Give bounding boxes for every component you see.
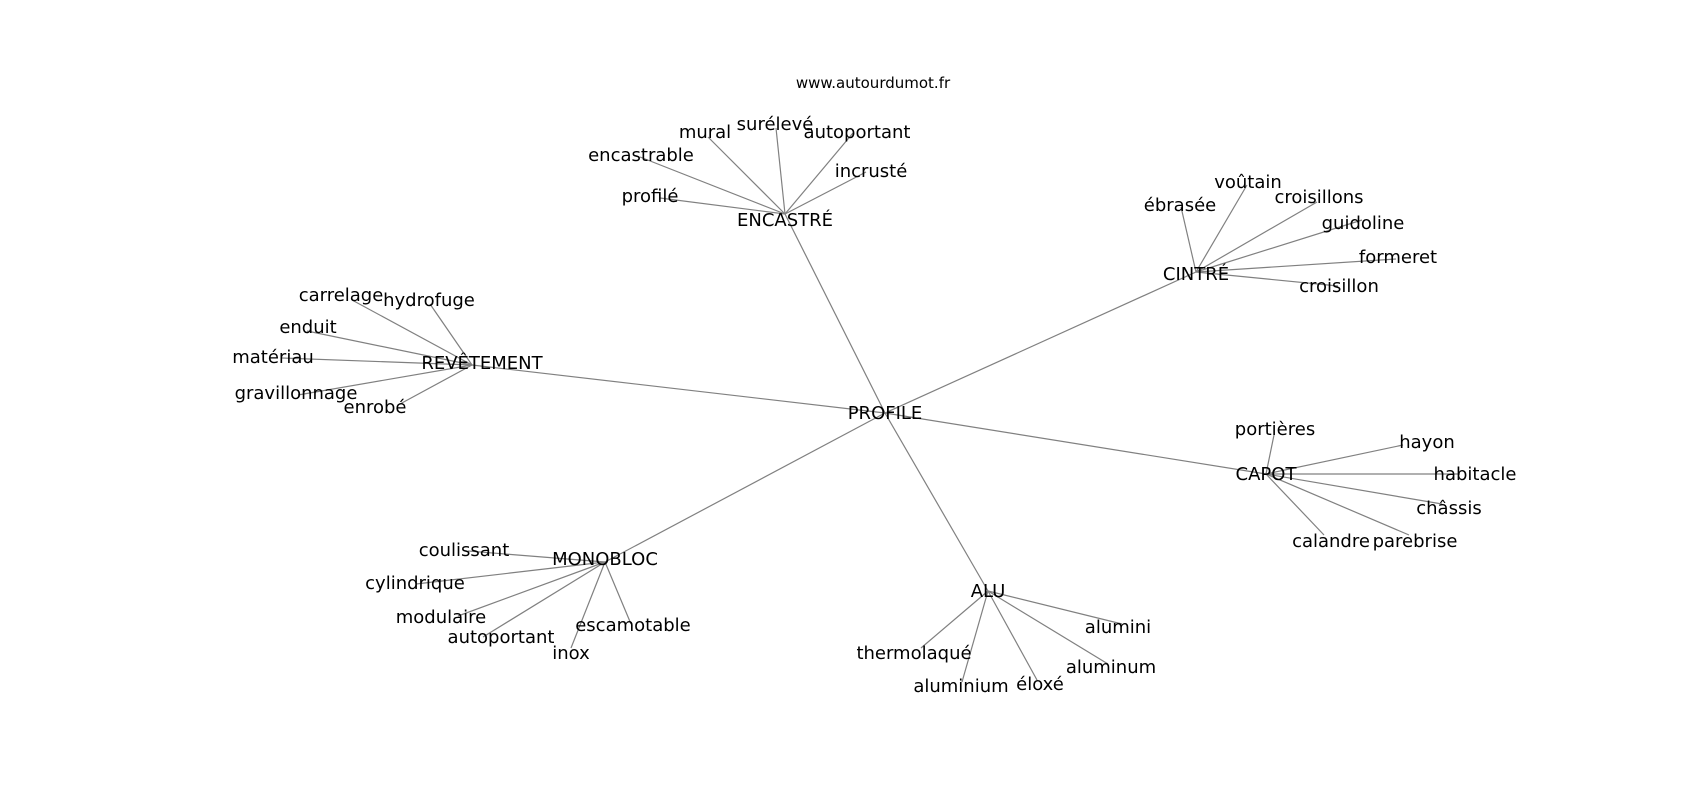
edge-0-4 [784, 132, 854, 215]
edge-3-1 [1265, 444, 1404, 475]
edge-root-1 [884, 271, 1197, 414]
word-node: cylindrique [365, 573, 465, 594]
site-watermark: www.autourdumot.fr [796, 74, 951, 92]
edge-5-4 [987, 590, 1123, 625]
edge-1-1 [1195, 184, 1248, 273]
edge-2-4 [297, 364, 473, 396]
word-node: aluminium [913, 676, 1008, 697]
edge-0-3 [775, 127, 786, 215]
edge-root-3 [884, 412, 1267, 475]
edge-4-5 [604, 561, 632, 625]
word-node: guidoline [1322, 213, 1405, 234]
word-node: hayon [1399, 432, 1455, 453]
edge-0-5 [784, 171, 867, 215]
edge-3-0 [1265, 434, 1275, 475]
edge-0-1 [639, 156, 786, 215]
word-node: parebrise [1373, 531, 1458, 552]
edge-root-5 [884, 412, 989, 592]
edge-5-1 [961, 590, 989, 683]
word-node: incrusté [835, 161, 908, 182]
edge-layer [281, 127, 1460, 683]
word-node: enduit [279, 317, 336, 338]
edge-root-4 [604, 412, 886, 563]
edge-4-0 [467, 550, 606, 563]
edge-2-0 [351, 299, 473, 366]
word-node: aluminum [1066, 657, 1156, 678]
edge-root-0 [784, 213, 886, 414]
word-node: ébrasée [1144, 195, 1216, 216]
hub-node: CINTRÉ [1163, 263, 1229, 285]
word-node: modulaire [396, 607, 487, 628]
edge-5-0 [920, 590, 989, 649]
edge-3-4 [1265, 473, 1325, 536]
word-node: éloxé [1016, 674, 1064, 695]
edge-1-3 [1195, 219, 1363, 273]
hub-node: REVÊTEMENT [421, 352, 543, 374]
word-node: gravillonnage [235, 383, 358, 404]
word-node: croisillon [1299, 276, 1379, 297]
word-node: coulissant [419, 540, 510, 561]
edge-4-4 [570, 561, 606, 649]
edge-3-3 [1265, 473, 1443, 505]
hub-node: MONOBLOC [552, 549, 658, 570]
edge-5-2 [987, 590, 1038, 681]
edge-4-2 [457, 561, 606, 617]
word-node: calandre [1292, 531, 1370, 552]
word-node: alumini [1085, 617, 1151, 638]
word-node: habitacle [1434, 464, 1517, 485]
word-node: châssis [1416, 498, 1481, 519]
edge-2-3 [281, 357, 473, 366]
root-node: PROFILE [848, 403, 923, 424]
hub-node: ALU [971, 581, 1006, 602]
edge-4-1 [415, 561, 606, 585]
edge-3-5 [1265, 473, 1410, 536]
word-node: portières [1235, 419, 1315, 440]
word-node: enrobé [344, 397, 407, 418]
edge-0-0 [659, 197, 786, 215]
edge-root-2 [471, 364, 886, 414]
edge-0-2 [707, 136, 786, 215]
edge-1-4 [1195, 258, 1397, 273]
hub-node: ENCASTRÉ [737, 209, 833, 231]
word-node: autoportant [448, 627, 555, 648]
word-node: thermolaqué [856, 643, 971, 664]
word-node: surélevé [737, 114, 814, 135]
edge-2-2 [306, 330, 473, 366]
word-node: mural [679, 122, 731, 143]
word-node: croisillons [1274, 187, 1363, 208]
word-node: carrelage [299, 285, 384, 306]
edge-5-3 [987, 590, 1109, 665]
word-node: escamotable [575, 615, 691, 636]
word-node: profilé [622, 186, 679, 207]
word-node: autoportant [804, 122, 911, 143]
edge-1-0 [1180, 206, 1197, 273]
edge-1-5 [1195, 271, 1339, 287]
edge-2-1 [429, 303, 473, 366]
edge-2-5 [399, 364, 473, 405]
word-node: hydrofuge [383, 290, 475, 311]
word-node: inox [552, 643, 590, 664]
word-node: voûtain [1214, 172, 1282, 193]
edge-1-2 [1195, 201, 1318, 273]
hub-node: CAPOT [1236, 464, 1298, 485]
edge-4-3 [482, 561, 606, 638]
word-node: formeret [1359, 247, 1437, 268]
word-node: encastrable [588, 145, 694, 166]
word-node: matériau [232, 347, 314, 368]
